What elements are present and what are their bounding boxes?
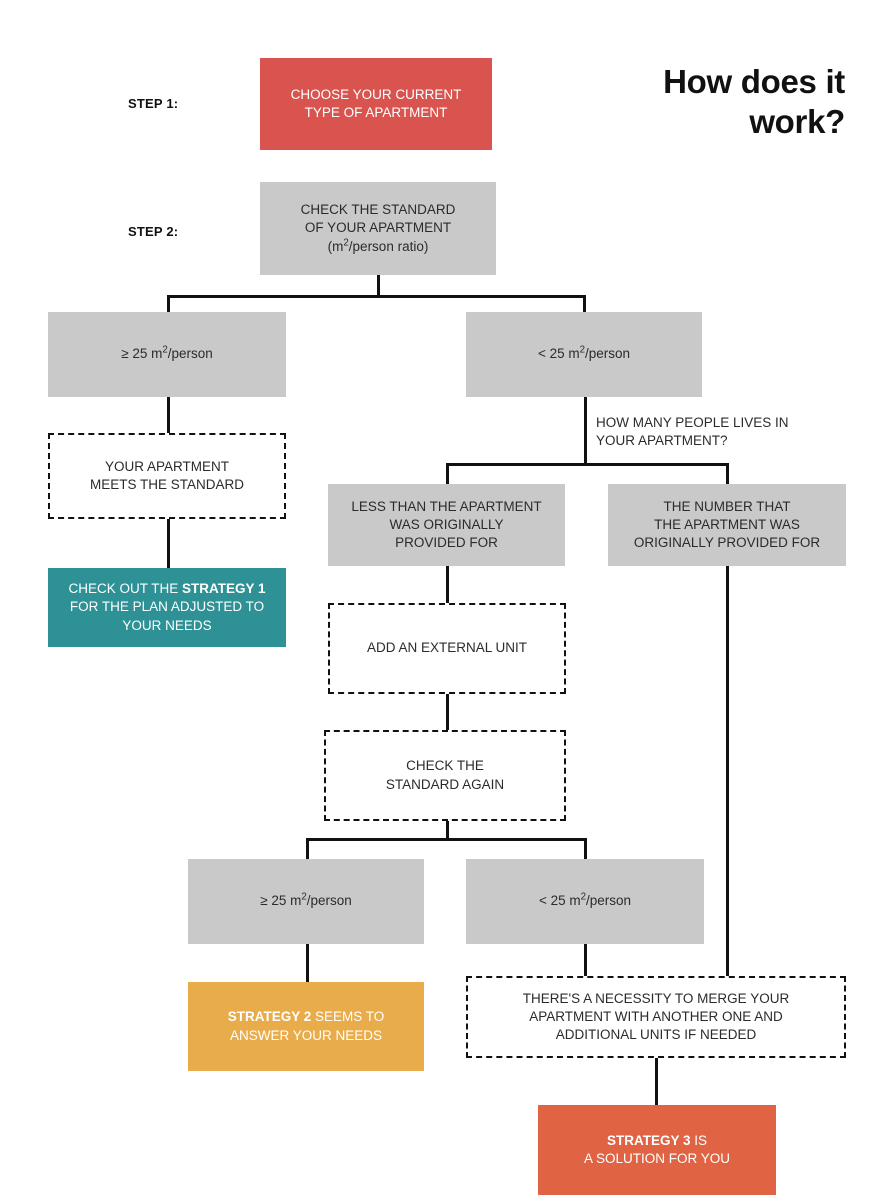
connector-less-to-external [446,566,449,603]
node-ratio-ge-top[interactable]: ≥ 25 m2/person [48,312,286,397]
strategy-3-emphasis: STRATEGY 3 [606,1132,691,1148]
connector-to-ge-bottom [306,838,309,859]
strategy-1-emphasis: STRATEGY 1 [182,581,266,597]
page-title-line2: work? [749,103,845,141]
node-add-external-unit[interactable]: ADD AN EXTERNAL UNIT [328,603,566,694]
node-ratio-lt-bottom[interactable]: < 25 m2/person [466,859,704,944]
node-ratio-lt-top[interactable]: < 25 m2/person [466,312,702,397]
connector-to-lt-bottom [584,838,587,859]
connector-external-to-check [446,694,449,730]
page-title-line1: How does it [663,63,845,100]
step-2-label: STEP 2: [128,224,179,239]
node-ratio-ge-bottom-text: ≥ 25 m2/person [260,891,352,909]
connector-lt-bottom-to-merge [584,944,587,976]
node-ratio-ge-bottom[interactable]: ≥ 25 m2/person [188,859,424,944]
connector-check-again-down [446,821,449,838]
connector-to-ge-top [167,295,170,314]
connector-step2-down [377,275,380,297]
connector-lt-top-down [584,397,587,463]
connector-check-again-split [306,838,586,841]
strategy-2-emphasis: STRATEGY 2 [227,1009,312,1025]
connector-step2-split [167,295,585,298]
connector-people-split [446,463,728,466]
connector-to-lt-top [583,295,586,314]
node-add-external-unit-text: ADD AN EXTERNAL UNIT [366,640,528,656]
step-1-label: STEP 1: [128,96,179,111]
connector-ge-bottom-to-strategy2 [306,944,309,982]
connector-merge-to-strategy3 [655,1058,658,1105]
node-ratio-lt-bottom-text: < 25 m2/person [538,891,632,909]
node-ratio-ge-top-text: ≥ 25 m2/person [121,344,213,362]
connector-to-number-provided [726,463,729,484]
connector-to-less-than [446,463,449,484]
page-title: How does it work? [500,62,845,143]
connector-meets-to-strategy1 [167,519,170,568]
node-ratio-lt-top-text: < 25 m2/person [537,344,631,362]
connector-number-provided-long [726,566,729,976]
connector-ge-top-down [167,397,170,433]
